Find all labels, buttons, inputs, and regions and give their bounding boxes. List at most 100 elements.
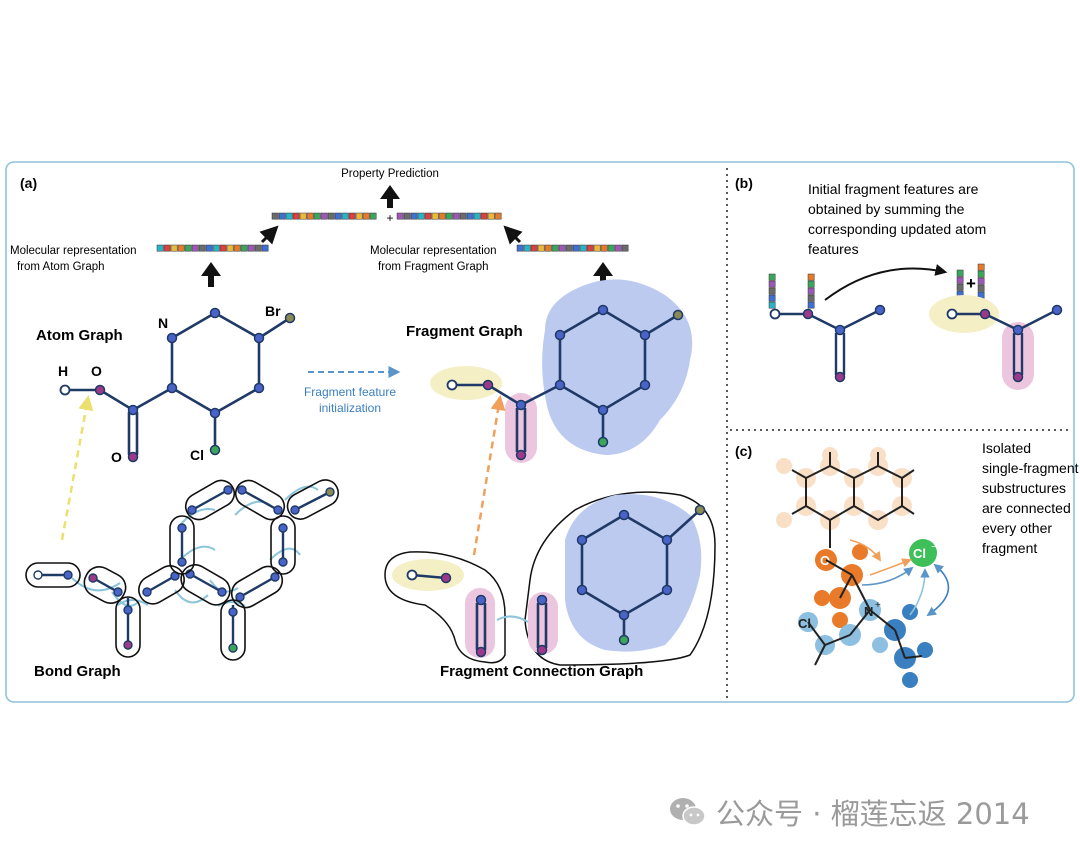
feature-cell bbox=[212, 244, 220, 252]
frag-rep-label-line1: Molecular representation bbox=[370, 245, 497, 257]
feature-cell bbox=[807, 280, 815, 288]
atom-label-cl: Cl bbox=[190, 447, 204, 463]
feature-cell bbox=[205, 244, 213, 252]
feature-cell bbox=[807, 301, 815, 309]
panel-c-atom-n: N bbox=[864, 604, 873, 619]
panel-c-text-line4: are connected bbox=[982, 500, 1071, 516]
connection-link bbox=[496, 615, 529, 623]
feature-cell bbox=[586, 244, 594, 252]
fragment-connection-graph-title: Fragment Connection Graph bbox=[440, 663, 643, 680]
feature-cell bbox=[219, 244, 227, 252]
arrow-bond-to-atom bbox=[60, 395, 94, 541]
atom-graph-nodes bbox=[59, 307, 296, 463]
connection-pink-left bbox=[465, 588, 495, 658]
feature-cell bbox=[956, 283, 964, 291]
panel-c-atom-n-charge: + bbox=[875, 600, 881, 611]
feature-cell bbox=[327, 212, 335, 220]
bond-graph-connections bbox=[71, 485, 319, 607]
feature-cell bbox=[487, 212, 495, 220]
panel-c-text-line2: single-fragment bbox=[982, 460, 1079, 476]
feature-cell bbox=[614, 244, 622, 252]
fragment-graph-bonds bbox=[452, 308, 679, 452]
feature-cell bbox=[299, 212, 307, 220]
arrow-frag-rep-up bbox=[503, 225, 523, 245]
feature-cell bbox=[768, 280, 776, 288]
bond-graph-nodes bbox=[33, 485, 335, 653]
panel-c-text-line3: substructures bbox=[982, 480, 1066, 496]
fragment-graph-title: Fragment Graph bbox=[406, 323, 523, 340]
feature-cell bbox=[768, 301, 776, 309]
atom-rep-label-line1: Molecular representation bbox=[10, 245, 137, 257]
up-arrow-prediction bbox=[380, 185, 400, 208]
panel-c-text-line1: Isolated bbox=[982, 440, 1031, 456]
connection-graph-nodes bbox=[406, 504, 706, 658]
feature-cell bbox=[807, 294, 815, 302]
panel-b-arrow bbox=[824, 264, 948, 301]
feature-cell bbox=[369, 212, 377, 220]
panel-c-molecule: O Cl − N + Cl bbox=[776, 447, 950, 688]
feature-cell bbox=[240, 244, 248, 252]
bond-graph-bond-outlines bbox=[25, 479, 340, 661]
feature-cell bbox=[600, 244, 608, 252]
fragment-pink-region bbox=[505, 393, 537, 463]
feature-cell bbox=[424, 212, 432, 220]
connection-pink-right bbox=[528, 592, 558, 654]
panel-b-tag: (b) bbox=[735, 175, 753, 191]
panel-c-atom-cl: Cl bbox=[798, 616, 811, 631]
panel-b-text-line2: obtained by summing the bbox=[808, 201, 965, 217]
feature-cell bbox=[768, 287, 776, 295]
feature-cell bbox=[572, 244, 580, 252]
atom-label-br: Br bbox=[265, 303, 281, 319]
feature-cell bbox=[410, 212, 418, 220]
feature-cell bbox=[523, 244, 531, 252]
feature-cell bbox=[579, 244, 587, 252]
feature-cell bbox=[278, 212, 286, 220]
feature-cell bbox=[396, 212, 404, 220]
feature-cell bbox=[593, 244, 601, 252]
feature-cell bbox=[565, 244, 573, 252]
figure-frame bbox=[5, 161, 1075, 703]
feature-cell bbox=[233, 244, 241, 252]
atom-graph bbox=[65, 311, 291, 455]
panel-c-tag: (c) bbox=[735, 443, 752, 459]
feature-cell bbox=[431, 212, 439, 220]
feature-cell bbox=[558, 244, 566, 252]
atom-label-h: H bbox=[58, 363, 68, 379]
watermark-text: 公众号 · 榴莲忘返 2014 bbox=[716, 797, 1030, 831]
watermark: 公众号 · 榴莲忘返 2014 bbox=[668, 792, 1030, 832]
feature-cell bbox=[348, 212, 356, 220]
feature-cell bbox=[466, 212, 474, 220]
feature-cell bbox=[170, 244, 178, 252]
fragment-representation-bar bbox=[516, 244, 629, 252]
feature-cell bbox=[226, 244, 234, 252]
connection-outline-right bbox=[524, 491, 716, 666]
readout-plus-sign: + bbox=[386, 211, 393, 225]
feature-cell bbox=[184, 244, 192, 252]
panel-b-feature-vector-3 bbox=[956, 269, 964, 298]
wechat-icon bbox=[668, 795, 708, 829]
property-prediction-label: Property Prediction bbox=[341, 168, 439, 180]
panel-b-text-line3: corresponding updated atom bbox=[808, 221, 986, 237]
feature-cell bbox=[607, 244, 615, 252]
feature-cell bbox=[177, 244, 185, 252]
atom-label-o-bottom: O bbox=[111, 449, 122, 465]
feature-cell bbox=[621, 244, 629, 252]
panel-c-atom-cl-ion: Cl bbox=[913, 546, 926, 561]
feature-cell bbox=[530, 244, 538, 252]
connection-blue-region bbox=[565, 494, 702, 652]
fragment-blue-region bbox=[542, 279, 693, 455]
panel-b-pink-region bbox=[1002, 322, 1034, 390]
connection-yellow-region bbox=[392, 559, 464, 591]
feature-cell bbox=[355, 212, 363, 220]
feature-cell bbox=[362, 212, 370, 220]
feature-cell bbox=[956, 276, 964, 284]
panel-c-text-line5: every other bbox=[982, 520, 1052, 536]
up-arrow-atom-graph bbox=[201, 262, 221, 287]
feature-cell bbox=[956, 269, 964, 277]
panel-b-feature-vector-2 bbox=[807, 273, 815, 309]
readout-left-bar bbox=[271, 212, 377, 220]
feature-cell bbox=[156, 244, 164, 252]
panel-a-tag: (a) bbox=[20, 175, 37, 191]
init-label-line2: initialization bbox=[319, 401, 381, 415]
